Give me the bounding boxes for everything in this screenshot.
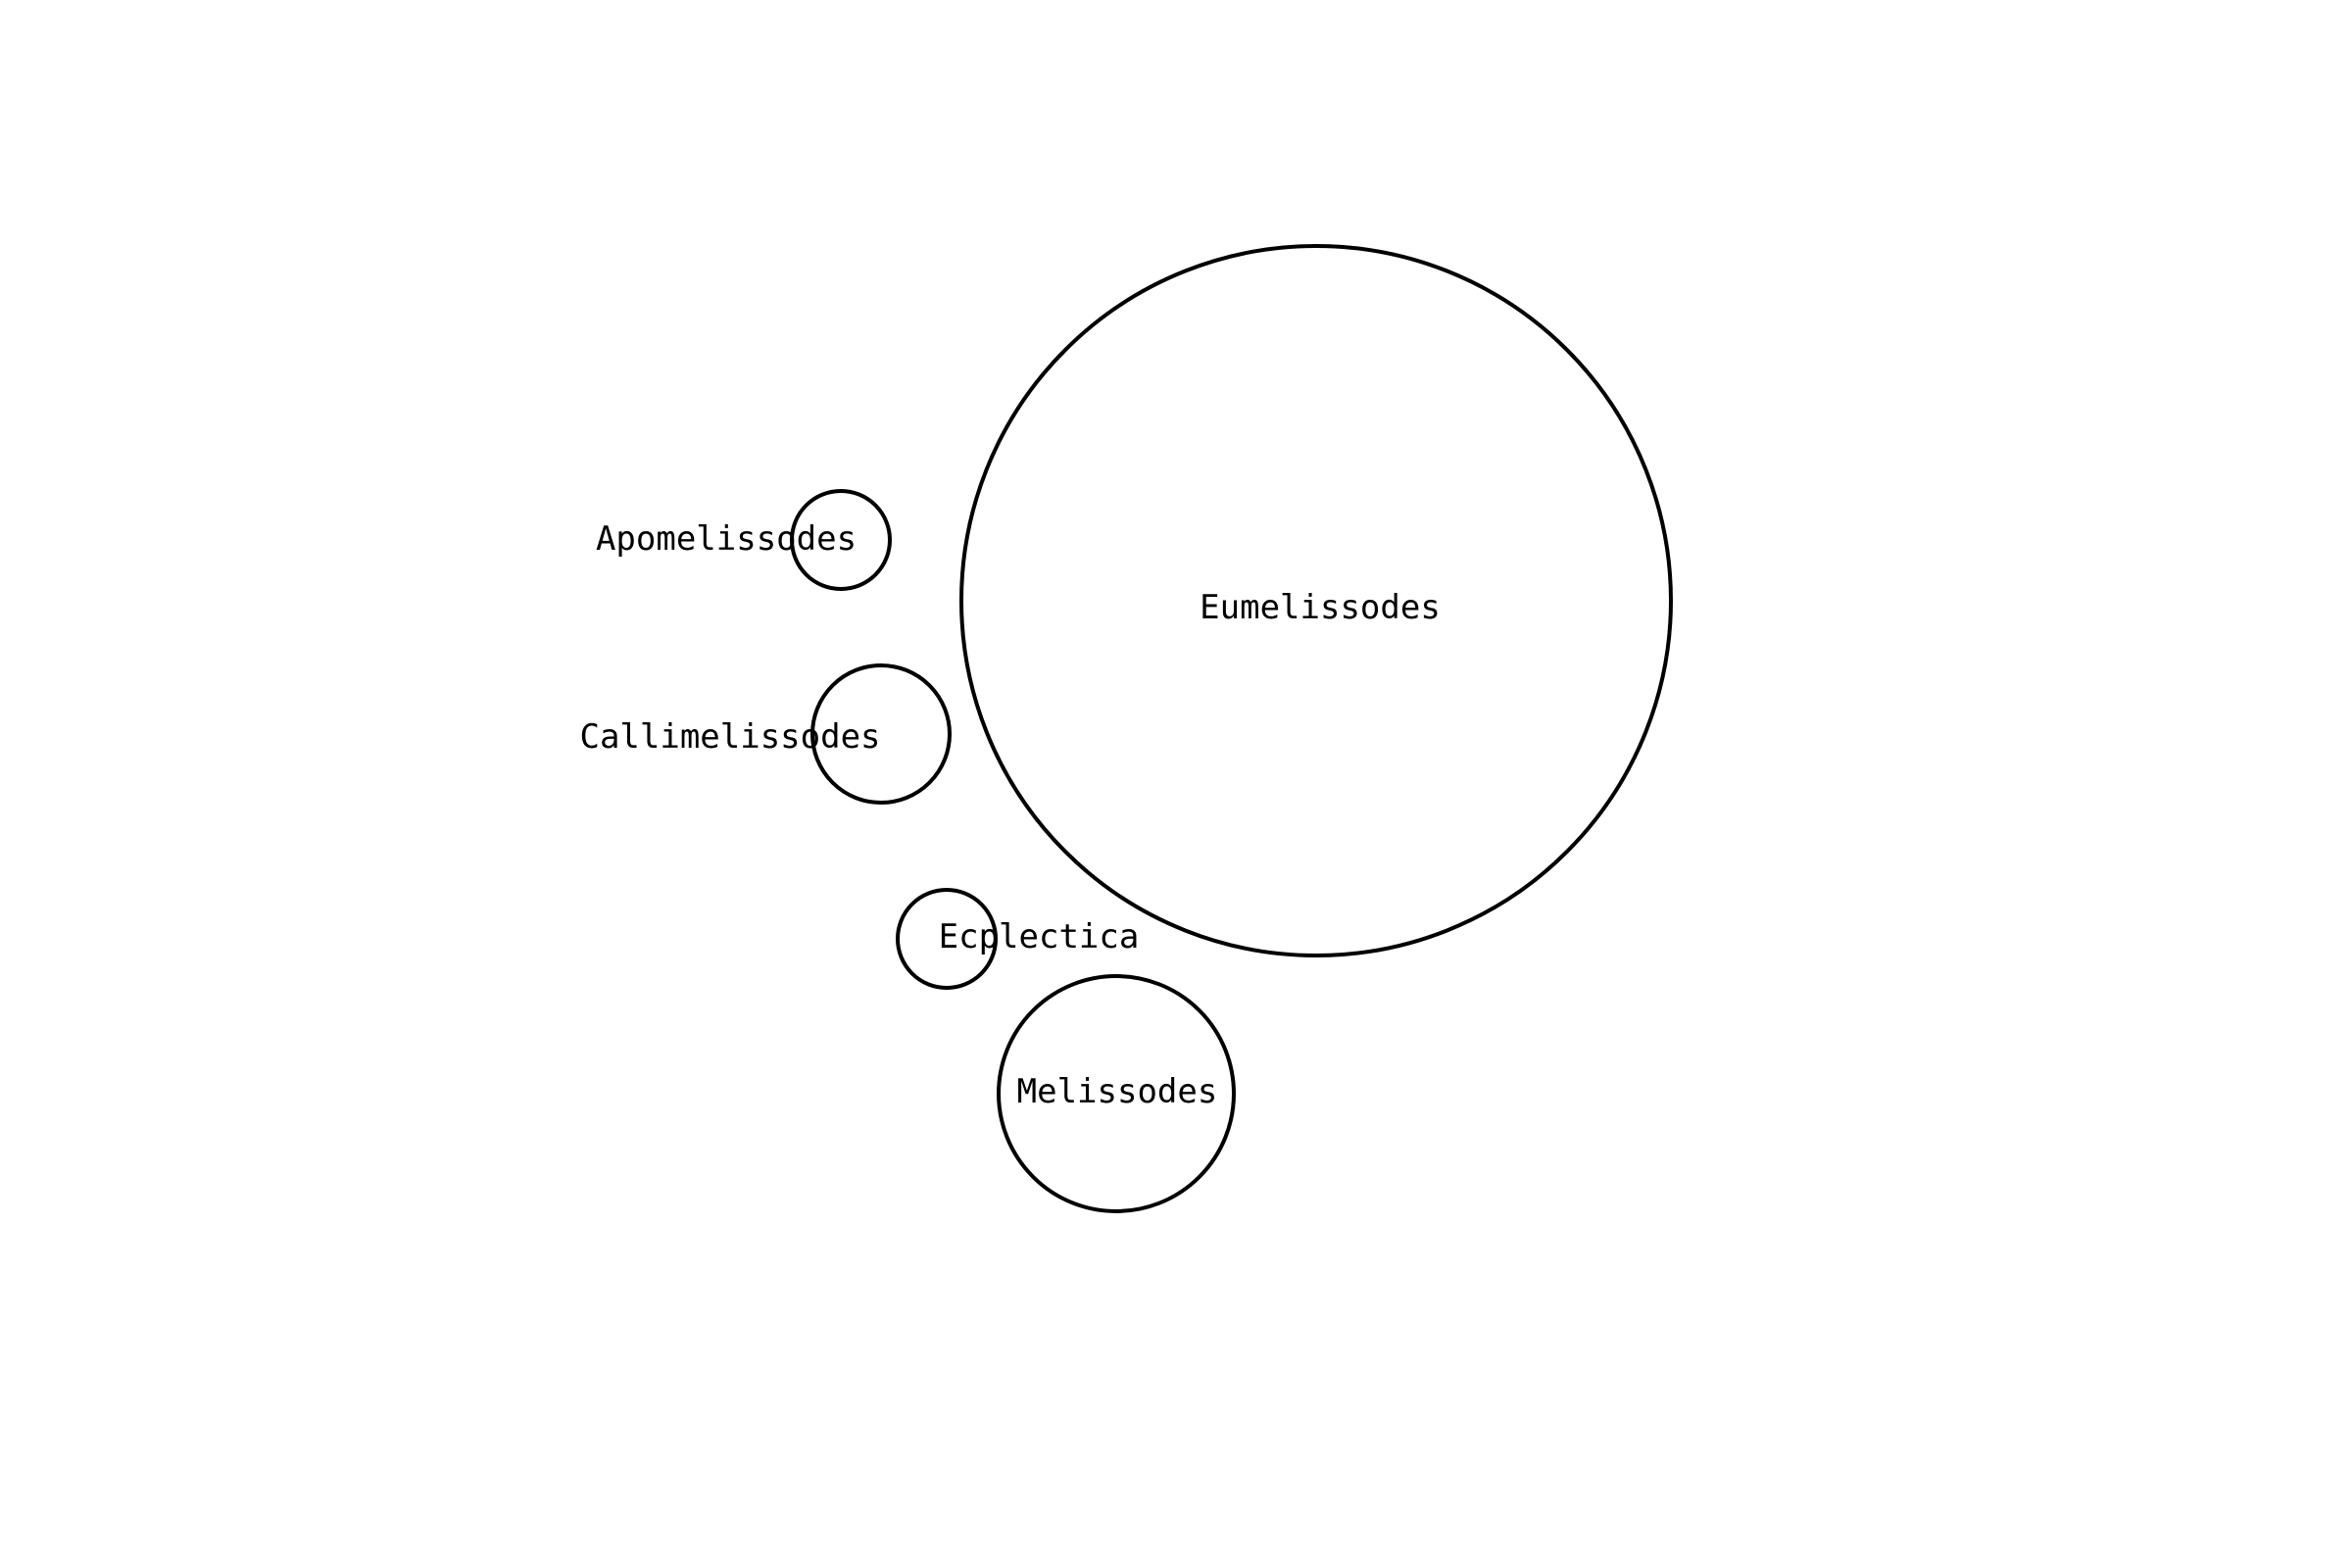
bubble-melissodes-label: Melissodes — [1017, 1072, 1218, 1111]
bubble-ecplectica: Ecplectica — [896, 888, 1140, 990]
bubble-eumelissodes: Eumelissodes — [959, 244, 1673, 957]
bubble-callimelissodes: Callimelissodes — [579, 663, 952, 805]
bubble-eumelissodes-circle — [959, 244, 1673, 957]
bubble-eumelissodes-label: Eumelissodes — [1200, 588, 1441, 627]
bubble-apomelissodes-label: Apomelissodes — [596, 519, 857, 559]
bubble-callimelissodes-circle — [810, 663, 952, 805]
bubble-apomelissodes-circle — [790, 489, 892, 591]
bubble-callimelissodes-label: Callimelissodes — [579, 717, 880, 757]
bubble-melissodes-circle — [997, 974, 1236, 1213]
bubble-melissodes: Melissodes — [997, 974, 1236, 1213]
bubble-apomelissodes: Apomelissodes — [596, 489, 892, 591]
bubble-ecplectica-label: Ecplectica — [939, 917, 1140, 956]
bubble-ecplectica-circle — [896, 888, 998, 990]
